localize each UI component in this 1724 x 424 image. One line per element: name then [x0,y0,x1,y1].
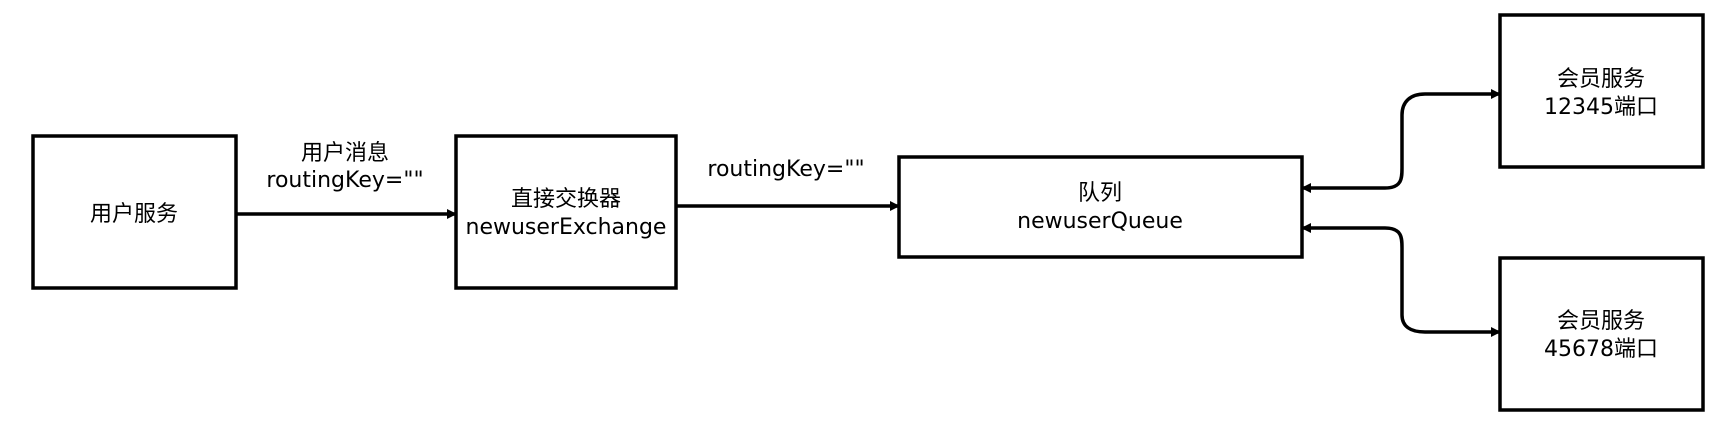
node-exchange-title: 直接交换器 [511,187,621,212]
node-queue-title: 队列 [1078,181,1122,206]
edge-label-routing-key-2: routingKey="" [707,157,864,182]
node-user-service: 用户服务 [31,134,238,290]
edge-label-routing-key-1: routingKey="" [266,168,423,193]
node-member-b-title: 会员服务 [1557,309,1645,334]
node-member-service-45678: 会员服务 45678端口 [1498,256,1705,412]
node-member-service-12345: 会员服务 12345端口 [1498,13,1705,169]
edge-queue-member-b [1301,223,1501,337]
edge-label-user-message: 用户消息 [301,141,389,166]
node-exchange: 直接交换器 newuserExchange [454,134,678,290]
node-queue-name: newuserQueue [1017,209,1183,234]
node-queue: 队列 newuserQueue [897,155,1304,259]
node-user-service-label: 用户服务 [90,202,178,227]
edge-queue-member-a [1301,89,1501,193]
node-member-b-port: 45678端口 [1544,337,1658,362]
node-member-a-port: 12345端口 [1544,95,1658,120]
node-exchange-name: newuserExchange [466,215,667,240]
node-member-a-title: 会员服务 [1557,67,1645,92]
